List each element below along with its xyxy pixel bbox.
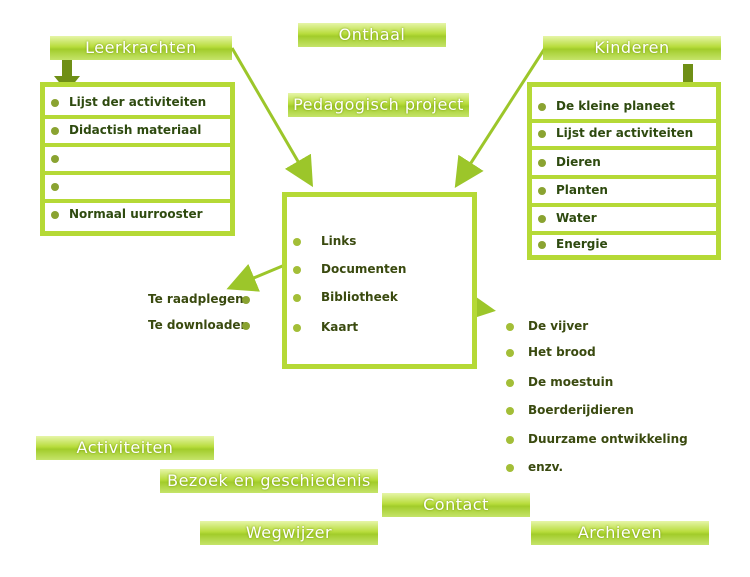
documenten-sub-downloaden[interactable]: Te downloaden [148, 318, 250, 332]
bullet-icon [538, 159, 546, 167]
leerkrachten-item-5[interactable]: Normaal uurrooster [45, 203, 230, 227]
kinderen-item-3[interactable]: Dieren [532, 151, 716, 179]
bullet-icon [506, 349, 514, 357]
tab-activiteiten[interactable]: Activiteiten [36, 436, 214, 460]
kinderen-item-5[interactable]: Water [532, 207, 716, 235]
bullet-icon [538, 103, 546, 111]
tab-pedagogisch-project[interactable]: Pedagogisch project [288, 93, 469, 117]
bullet-icon [293, 266, 301, 274]
bullet-icon [538, 215, 546, 223]
bullet-icon [506, 436, 514, 444]
tab-leerkrachten[interactable]: Leerkrachten [50, 36, 232, 60]
arrow-kinderen-to-center [454, 47, 547, 189]
leerkrachten-item-3[interactable] [45, 147, 230, 175]
bullet-icon [506, 464, 514, 472]
bullet-icon [293, 294, 301, 302]
bullet-icon [51, 155, 59, 163]
bullet-icon [293, 238, 301, 246]
leerkrachten-item-4[interactable] [45, 175, 230, 203]
bullet-icon [506, 323, 514, 331]
kinderen-item-2[interactable]: Lijst der activiteiten [532, 122, 716, 150]
kinderen-item-6[interactable]: Energie [532, 233, 716, 257]
tab-kinderen[interactable]: Kinderen [543, 36, 721, 60]
leerkrachten-item-1[interactable]: Lijst der activiteiten [45, 91, 230, 119]
tab-onthaal[interactable]: Onthaal [298, 23, 446, 47]
kinderen-menu: De kleine planeet Lijst der activiteiten… [527, 82, 721, 260]
tab-bezoek-en-geschiedenis[interactable]: Bezoek en geschiedenis [160, 469, 378, 493]
tab-wegwijzer[interactable]: Wegwijzer [200, 521, 378, 545]
bullet-icon [51, 183, 59, 191]
kinderen-item-1[interactable]: De kleine planeet [532, 95, 716, 123]
bullet-icon [538, 241, 546, 249]
documenten-sub-raadplegen[interactable]: Te raadplegen [148, 291, 250, 309]
bullet-icon [293, 324, 301, 332]
tab-contact[interactable]: Contact [382, 493, 530, 517]
bullet-icon [506, 407, 514, 415]
bullet-icon [51, 127, 59, 135]
leerkrachten-menu: Lijst der activiteiten Didactish materia… [40, 82, 235, 236]
arrow-leerkrachten-to-center [230, 47, 314, 188]
leerkrachten-item-2[interactable]: Didactish materiaal [45, 119, 230, 147]
bullet-icon [242, 296, 250, 304]
bullet-icon [51, 211, 59, 219]
tab-archieven[interactable]: Archieven [531, 521, 709, 545]
bullet-icon [538, 130, 546, 138]
bullet-icon [506, 379, 514, 387]
center-menu: Links Documenten Bibliotheek Kaart [282, 192, 477, 369]
bullet-icon [242, 322, 250, 330]
bullet-icon [538, 187, 546, 195]
bullet-icon [51, 99, 59, 107]
kinderen-item-4[interactable]: Planten [532, 179, 716, 207]
